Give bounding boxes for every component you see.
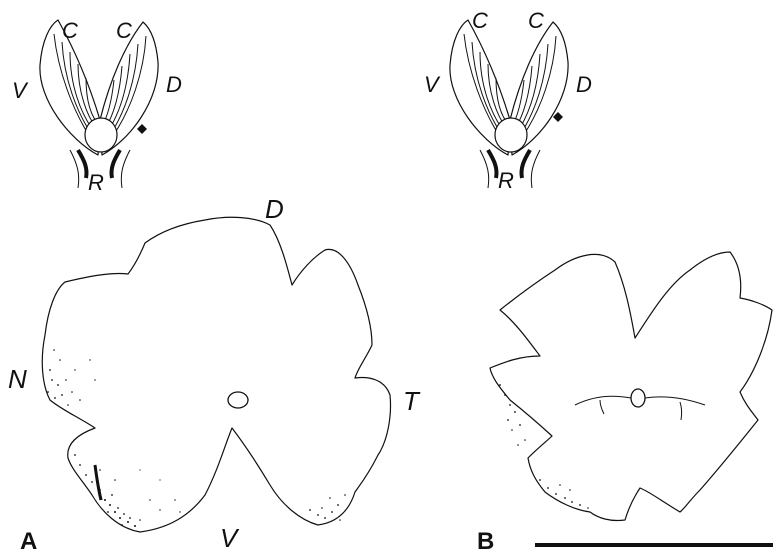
dorsal-marker-icon [137, 124, 147, 134]
dorsal-label: D [166, 72, 182, 97]
dorsal-marker-icon [553, 112, 563, 122]
left-cup-label: C [472, 8, 488, 33]
retina-flatmount-b [490, 252, 772, 521]
ventral-label: V [424, 72, 441, 97]
root-label: R [88, 170, 104, 195]
eye-cup-schematic-b: C C V D R [424, 8, 592, 193]
scale-bar [535, 543, 773, 547]
dorsal-label: D [265, 194, 284, 224]
eye-cup-schematic-a: C C V D R [12, 18, 182, 195]
left-cup-label: C [62, 18, 78, 43]
right-cup-label: C [116, 18, 132, 43]
dorsal-label: D [576, 72, 592, 97]
optic-disc [228, 392, 248, 408]
ventral-label: V [12, 78, 29, 103]
panel-letter-a: A [20, 528, 37, 551]
right-cup-label: C [528, 8, 544, 33]
root-label: R [498, 168, 514, 193]
optic-disc [631, 389, 645, 407]
ventral-label: V [220, 523, 240, 551]
panel-letter-b: B [477, 528, 494, 551]
nasal-label: N [8, 364, 27, 394]
temporal-label: T [403, 386, 421, 416]
retina-flatmount-a: D N T V [8, 194, 421, 551]
